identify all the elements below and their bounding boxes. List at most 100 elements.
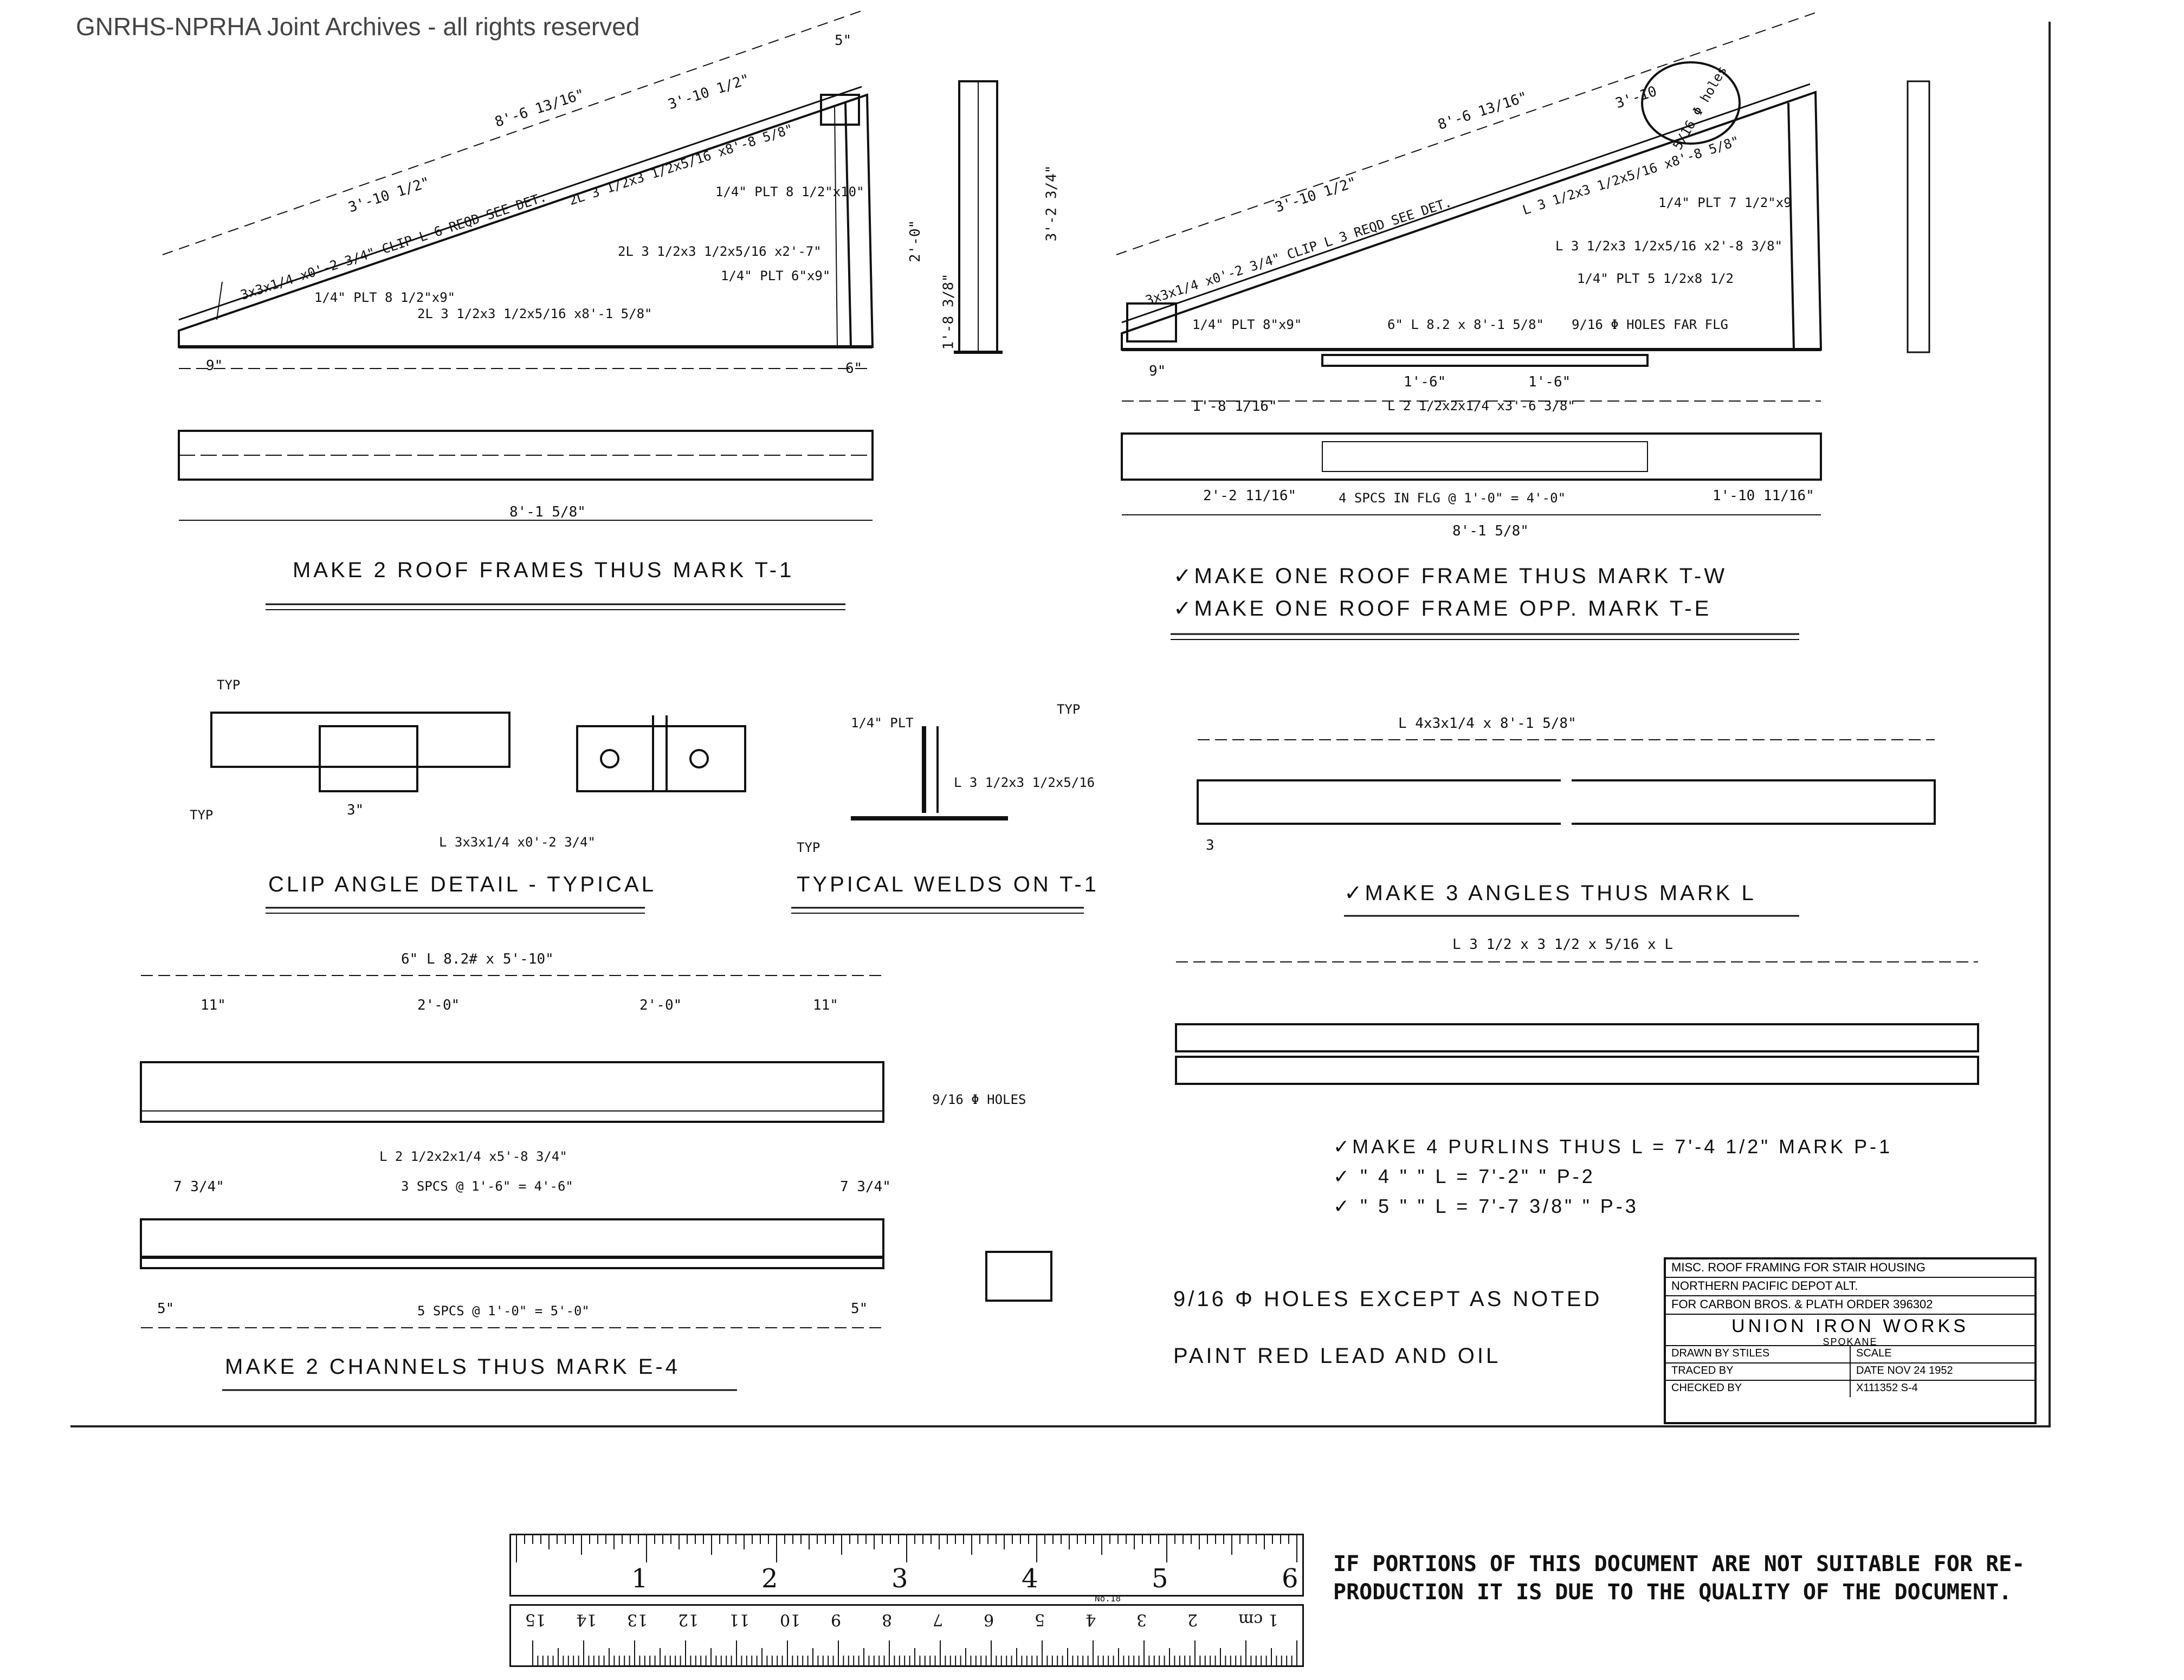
inch-ticks xyxy=(516,1535,1297,1562)
title-line-3: FOR CARBON BROS. & PLATH ORDER 396302 xyxy=(1666,1296,2034,1315)
label-weld-angle: L 3 1/2x3 1/2x5/16 xyxy=(954,775,1095,790)
purlin-line-3: ✓ " 5 " " L = 7'-7 3/8" " P-3 xyxy=(1333,1195,1639,1217)
dim-overall-height: 3'-2 3/4" xyxy=(1043,165,1060,242)
title-traced-row: TRACED BY DATE NOV 24 1952 xyxy=(1666,1364,2034,1381)
dim-overall-left: 8'-1 5/8" xyxy=(509,504,586,520)
company-city: SPOKANE xyxy=(1823,1336,1878,1346)
dim-clip-width: 3" xyxy=(347,802,364,818)
title-company: UNION IRON WORKS SPOKANE xyxy=(1666,1315,2034,1346)
inch-label: 2 xyxy=(761,1563,778,1594)
caption-frame-tw: ✓MAKE ONE ROOF FRAME THUS MARK T-W xyxy=(1173,564,1728,588)
frame-t1-plan xyxy=(178,430,874,521)
dim-channel-edge-right: 7 3/4" xyxy=(840,1179,891,1195)
cm-label: 9 xyxy=(831,1610,842,1629)
title-line-2: NORTHERN PACIFIC DEPOT ALT. xyxy=(1666,1278,2034,1296)
dim-section-height: 1'-8 3/8" xyxy=(940,273,957,350)
cm-ticks xyxy=(532,1640,1297,1665)
cm-label: 2 xyxy=(1187,1610,1198,1629)
scale: SCALE xyxy=(1850,1346,2034,1362)
label-typ-bottom: TYP xyxy=(190,807,214,823)
drawing-date: DATE NOV 24 1952 xyxy=(1850,1364,2034,1380)
label-purlin-size: L 3 1/2 x 3 1/2 x 5/16 x L xyxy=(1452,936,1673,953)
drawn-by: DRAWN BY STILES xyxy=(1671,1347,1770,1359)
note-channel-right: 6" L 8.2 x 8'-1 5/8" xyxy=(1387,317,1544,332)
checked-by: CHECKED BY xyxy=(1671,1382,1742,1394)
cm-label: 1 cm xyxy=(1238,1610,1278,1629)
dim-channel-span-b: 2'-0" xyxy=(639,997,682,1013)
disclaimer-line-2: PRODUCTION IT IS DUE TO THE QUALITY OF T… xyxy=(1333,1580,2012,1605)
dim-plan-c-right: 1'-10 11/16" xyxy=(1713,488,1814,504)
dim-toe-left: 6" xyxy=(845,360,863,377)
caption-frame-te: ✓MAKE ONE ROOF FRAME OPP. MARK T-E xyxy=(1173,597,1712,621)
note-gusset-bottom-left: 1/4" PLT 6"x9" xyxy=(721,268,831,283)
dim-channel-span-a: 2'-0" xyxy=(417,997,460,1013)
note-gusset-bottom-right: 1/4" PLT 5 1/2x8 1/2 xyxy=(1577,271,1734,286)
note-bottom-chord-left: 2L 3 1/2x3 1/2x5/16 x8'-1 5/8" xyxy=(417,306,652,321)
label-weld-typ-bottom: TYP xyxy=(797,840,820,855)
frame-tw-plan xyxy=(1121,400,1822,515)
caption-typical-welds: TYPICAL WELDS ON T-1 xyxy=(797,873,1099,896)
dim-channel-hole-right: 5" xyxy=(851,1301,868,1317)
purlins-lines xyxy=(1175,961,1979,1085)
label-channel-angle: L 2 1/2x2x1/4 x5'-8 3/4" xyxy=(379,1149,567,1164)
label-typ-top: TYP xyxy=(217,677,241,693)
cm-label: 12 xyxy=(678,1610,699,1629)
dim-span-b-right: 1'-6" xyxy=(1528,374,1571,390)
dim-channel-end-right: 11" xyxy=(813,997,838,1013)
note-gusset-top-right: 1/4" PLT 7 1/2"x9 xyxy=(1658,195,1792,210)
cm-label: 11 xyxy=(729,1610,750,1629)
dim-heel-right: 9" xyxy=(1149,363,1166,379)
caption-clip-angle-detail: CLIP ANGLE DETAIL - TYPICAL xyxy=(268,873,656,896)
ruler-model: No.18 xyxy=(1095,1593,1121,1604)
inch-label: 4 xyxy=(1022,1563,1038,1594)
reproduction-disclaimer: IF PORTIONS OF THIS DOCUMENT ARE NOT SUI… xyxy=(1333,1550,2025,1606)
label-channel-spacing-a: 3 SPCS @ 1'-6" = 4'-6" xyxy=(401,1179,573,1194)
cm-label: 10 xyxy=(780,1610,801,1629)
note-vertical-right: L 3 1/2x3 1/2x5/16 x2'-8 3/8" xyxy=(1555,238,1783,254)
cm-label: 6 xyxy=(984,1610,994,1629)
dim-angle-l-end: 3 xyxy=(1206,837,1214,854)
note-vertical-left: 2L 3 1/2x3 1/2x5/16 x2'-7" xyxy=(618,244,822,259)
inch-label: 6 xyxy=(1282,1563,1298,1594)
inch-label: 3 xyxy=(891,1563,908,1594)
label-angle-l-size: L 4x3x1/4 x 8'-1 5/8" xyxy=(1398,715,1576,732)
label-weld-plate: 1/4" PLT xyxy=(851,715,914,731)
typical-welds-lines xyxy=(791,726,1084,914)
dim-channel-hole-left: 5" xyxy=(157,1301,175,1317)
inch-label: 1 xyxy=(631,1563,648,1594)
label-channel-spacing-b: 5 SPCS @ 1'-0" = 5'-0" xyxy=(417,1303,590,1319)
cm-label: 13 xyxy=(627,1610,648,1629)
cm-label: 8 xyxy=(882,1610,893,1629)
dim-heel-left: 9" xyxy=(206,358,223,374)
disclaimer-line-1: IF PORTIONS OF THIS DOCUMENT ARE NOT SUI… xyxy=(1333,1552,2025,1576)
title-block: MISC. ROOF FRAMING FOR STAIR HOUSING NOR… xyxy=(1664,1257,2037,1424)
angle-l-lines xyxy=(1197,739,1936,917)
sheet-number: X111352 S-4 xyxy=(1850,1381,2034,1397)
note-plan-angle-right: L 2 1/2x2x1/4 x3'-6 3/8" xyxy=(1387,398,1575,413)
vertical-section xyxy=(954,80,1003,354)
dim-height-left: 2'-0" xyxy=(907,219,924,263)
note-paint: PAINT RED LEAD AND OIL xyxy=(1173,1344,1501,1368)
dim-channel-edge-left: 7 3/4" xyxy=(173,1179,224,1195)
note-gusset-top-left: 1/4" PLT 8 1/2"x10" xyxy=(715,184,864,199)
cm-label: 15 xyxy=(525,1610,546,1629)
label-weld-typ-top: TYP xyxy=(1057,702,1081,717)
caption-angles-l: ✓MAKE 3 ANGLES THUS MARK L xyxy=(1344,881,1756,905)
cm-label: 5 xyxy=(1035,1610,1045,1629)
dim-channel-end-left: 11" xyxy=(201,997,226,1013)
dim-overall-right: 8'-1 5/8" xyxy=(1452,523,1529,539)
frame-tw-elevation xyxy=(1116,10,1930,367)
caption-frame-t1: MAKE 2 ROOF FRAMES THUS MARK T-1 xyxy=(293,558,794,582)
title-drawn-row: DRAWN BY STILES SCALE xyxy=(1666,1346,2034,1364)
cm-label: 7 xyxy=(933,1610,944,1629)
dim-plan-a-right: 1'-8 1/16" xyxy=(1192,398,1277,415)
archive-watermark: GNRHS-NPRHA Joint Archives - all rights … xyxy=(76,12,640,41)
label-channel-size: 6" L 8.2# x 5'-10" xyxy=(401,951,554,967)
note-holes-far-flange: 9/16 Φ HOLES FAR FLG xyxy=(1572,317,1728,332)
company-name: UNION IRON WORKS xyxy=(1731,1316,1969,1336)
note-gusset-heel-left: 1/4" PLT 8 1/2"x9" xyxy=(314,290,456,305)
